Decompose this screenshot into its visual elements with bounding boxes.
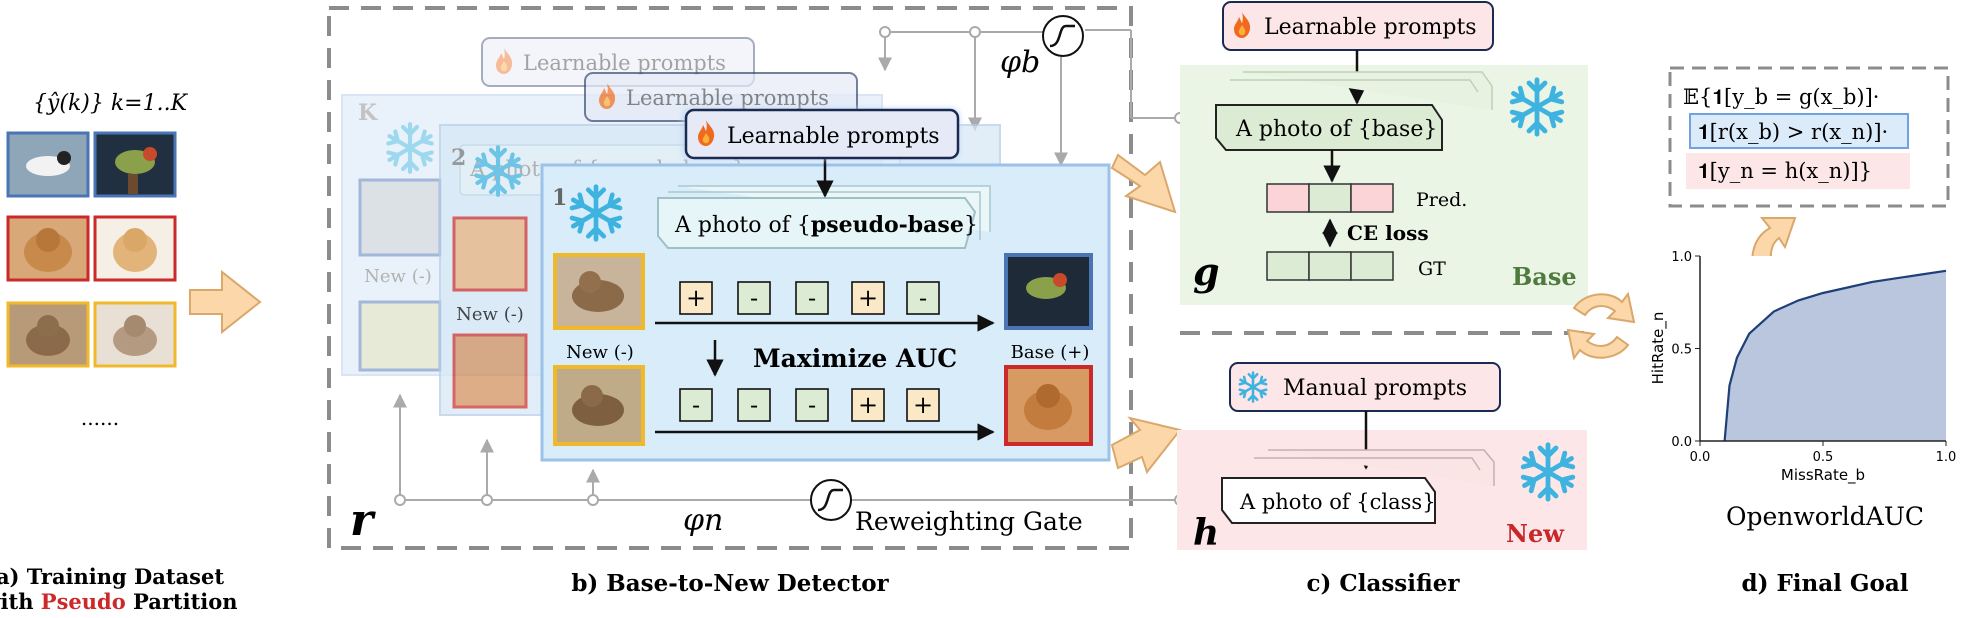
pred-bar xyxy=(1266,183,1394,213)
maximize-auc-label: Maximize AUC xyxy=(753,344,957,373)
y-tick-label: 1.0 xyxy=(1671,250,1692,265)
pseudo-prompt-card xyxy=(657,197,977,249)
formula-highlight-box xyxy=(1689,113,1909,149)
h-symbol: h xyxy=(1193,512,1219,554)
base-label: Base xyxy=(1512,262,1577,291)
dataset-caption-line1: a) Training Dataset xyxy=(0,564,224,589)
svg-text:-: - xyxy=(750,391,758,419)
layer-2-dog-image-1 xyxy=(452,216,528,292)
dog-images-row xyxy=(6,215,177,282)
y-tick-label: 0.0 xyxy=(1671,435,1692,450)
detector-dashed-frame xyxy=(327,6,1133,550)
gt-label: GT xyxy=(1418,258,1446,280)
detector-layer-1: 1 A photo of {pseudo-base} New (-) Base … xyxy=(540,158,1111,462)
pred-label: Pred. xyxy=(1416,189,1467,211)
formula-line-1: 𝔼{𝟏[y_b = g(x_b)]· xyxy=(1683,85,1879,109)
final-goal-caption: d) Final Goal xyxy=(1741,570,1908,597)
base-images-row xyxy=(6,131,177,198)
training-dataset-panel: {ŷ(k)} k=1..K ...... a) Training Dataset… xyxy=(0,91,238,614)
svg-text:Learnable prompts: Learnable prompts xyxy=(626,86,829,110)
base-prompt-card xyxy=(1215,104,1443,151)
layer-1-label: 1 xyxy=(552,185,567,211)
class-prompt-text: A photo of {class} xyxy=(1239,490,1436,514)
big-arrow-a-to-b xyxy=(189,269,262,335)
layer-1-new-label: New (-) xyxy=(566,342,634,363)
layer-2-new-label: New (-) xyxy=(456,304,524,325)
svg-text:-: - xyxy=(808,284,816,312)
chart-xlabel: MissRate_b xyxy=(1781,466,1865,485)
layer-1-base-label: Base (+) xyxy=(1011,342,1090,363)
new-cat-image-2 xyxy=(553,365,645,446)
sigmoid-gate-b-icon xyxy=(1042,15,1084,57)
pseudo-prompt-text: A photo of {pseudo-base} xyxy=(674,212,978,238)
y-tick-label: 0.5 xyxy=(1671,343,1692,358)
svg-text:+: + xyxy=(686,284,706,312)
chart-title: OpenworldAUC xyxy=(1726,502,1924,531)
classifier-panel: Learnable prompts A photo of {base} Pred… xyxy=(1177,1,1588,597)
learnable-prompts-box-g: Learnable prompts xyxy=(1222,1,1494,51)
phi-b-label: φb xyxy=(1000,45,1040,80)
sigmoid-gate-n-icon xyxy=(810,479,852,521)
r-symbol: r xyxy=(350,495,376,546)
chart-ylabel: HitRate_n xyxy=(1649,312,1668,385)
layer-2-dog-image-2 xyxy=(452,333,528,409)
phi-n-label: φn xyxy=(683,503,723,538)
learnable-prompts-box-1: Learnable prompts xyxy=(682,108,960,160)
auc-curve xyxy=(1723,269,1947,442)
dataset-set-label: {ŷ(k)} k=1..K xyxy=(33,91,189,116)
x-tick-label: 0.5 xyxy=(1813,450,1834,465)
manual-prompts-box: Manual prompts xyxy=(1229,362,1501,412)
pseudo-highlight: Pseudo xyxy=(41,589,126,614)
dataset-caption-line2: with Pseudo Partition xyxy=(0,589,238,614)
svg-text:+: + xyxy=(858,391,878,419)
formula-dashed-frame xyxy=(1668,66,1950,208)
auc-chart: 0.0 0.5 1.0 0.0 0.5 1.0 MissRate_b HitRate_n xyxy=(1649,250,1956,485)
layer-k-bird-image-2 xyxy=(358,300,442,372)
formula-line-2: 𝟏[r(x_b) > r(x_n)]· xyxy=(1698,120,1888,144)
svg-text:+: + xyxy=(913,391,933,419)
g-symbol: g xyxy=(1193,249,1220,294)
svg-text:-: - xyxy=(919,284,927,312)
x-tick-label: 0.0 xyxy=(1690,450,1711,465)
svg-text:Learnable prompts: Learnable prompts xyxy=(727,124,940,149)
bird-image-1 xyxy=(6,131,90,198)
sign-row-2: - - - + + xyxy=(679,388,940,422)
layer-2-label: 2 xyxy=(451,145,466,171)
base-prompt-text: A photo of {base} xyxy=(1235,117,1437,142)
svg-text:-: - xyxy=(692,391,700,419)
ce-loss-label: CE loss xyxy=(1347,221,1429,245)
cat-images-row xyxy=(6,301,177,368)
reweighting-gate-label: Reweighting Gate xyxy=(855,507,1083,536)
svg-text:Learnable prompts: Learnable prompts xyxy=(1264,15,1477,40)
svg-text:Manual prompts: Manual prompts xyxy=(1283,376,1467,401)
class-prompt-card xyxy=(1221,477,1436,524)
formula-line-3: 𝟏[y_n = h(x_n)]} xyxy=(1698,159,1872,183)
layer-k-label: K xyxy=(358,100,378,126)
big-arrow-to-h xyxy=(1110,416,1182,475)
svg-text:+: + xyxy=(858,284,878,312)
svg-text:Learnable prompts: Learnable prompts xyxy=(523,51,726,75)
classifier-caption: c) Classifier xyxy=(1307,570,1461,597)
final-goal-panel: 𝔼{𝟏[y_b = g(x_b)]· 𝟏[r(x_b) > r(x_n)]· 𝟏… xyxy=(1649,66,1956,597)
auc-area xyxy=(1724,270,1946,441)
dataset-ellipsis: ...... xyxy=(81,406,119,430)
formula-pink-box xyxy=(1686,153,1910,189)
big-arrow-to-g xyxy=(1110,153,1177,214)
layer-k-new-label: New (-) xyxy=(364,266,432,287)
new-label: New xyxy=(1506,519,1565,548)
x-tick-label: 1.0 xyxy=(1936,450,1957,465)
detector-caption: b) Base-to-New Detector xyxy=(571,570,889,597)
gt-bar xyxy=(1266,251,1394,281)
svg-text:-: - xyxy=(808,391,816,419)
layer-k-bird-image xyxy=(358,178,442,257)
detector-panel: φb φn Reweighting Gate r K New (-) Learn… xyxy=(327,6,1186,597)
svg-text:-: - xyxy=(750,284,758,312)
cycle-arrows-icon xyxy=(1566,291,1636,361)
sign-row-1: + - - + - xyxy=(679,281,940,315)
